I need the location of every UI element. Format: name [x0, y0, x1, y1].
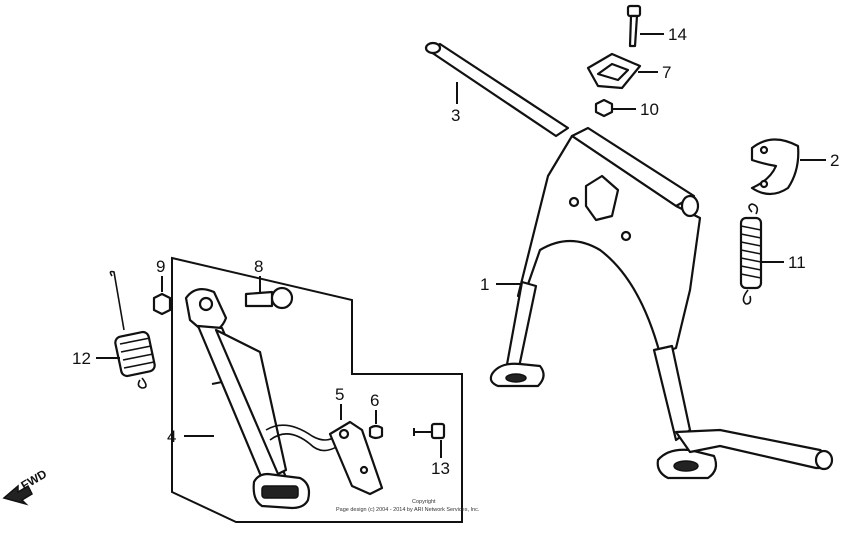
fwd-indicator: FWD — [2, 467, 50, 506]
side-stand-wire — [265, 424, 339, 452]
part-7-bracket[interactable] — [586, 52, 642, 90]
part-13-bolt[interactable] — [413, 422, 446, 440]
part-2-stopper-plate[interactable] — [750, 138, 800, 196]
fwd-label: FWD — [19, 467, 50, 493]
part-11-main-stand-spring[interactable] — [739, 203, 763, 305]
copyright-line-1: Copyright — [412, 499, 436, 505]
part-4-side-stand[interactable] — [184, 287, 311, 510]
part-6-collar[interactable] — [368, 424, 384, 440]
callout-2[interactable]: 2 — [830, 151, 839, 170]
callout-4[interactable]: 4 — [167, 427, 176, 446]
callout-13[interactable]: 13 — [431, 459, 450, 478]
part-12-side-stand-spring[interactable] — [109, 270, 156, 389]
callout-1[interactable]: 1 — [480, 275, 489, 294]
side-stand-kit-outline — [171, 256, 463, 523]
part-9-nut[interactable] — [152, 292, 172, 316]
callout-11[interactable]: 11 — [788, 253, 806, 272]
callout-5[interactable]: 5 — [335, 385, 344, 404]
part-10-nut[interactable] — [594, 98, 614, 118]
part-3-pivot-shaft[interactable] — [424, 41, 570, 138]
callout-6[interactable]: 6 — [370, 391, 379, 410]
part-8-bolt[interactable] — [244, 286, 294, 310]
copyright-line-2: Page design (c) 2004 - 2014 by ARI Netwo… — [336, 507, 480, 513]
callout-10[interactable]: 10 — [640, 100, 659, 119]
part-14-bolt[interactable] — [626, 4, 642, 48]
part-5-switch[interactable] — [328, 420, 384, 496]
callout-8[interactable]: 8 — [254, 257, 263, 276]
callout-12[interactable]: 12 — [72, 349, 91, 368]
fwd-arrow-icon — [2, 484, 33, 506]
callout-14[interactable]: 14 — [668, 25, 687, 44]
part-1-main-stand[interactable] — [489, 126, 834, 480]
callout-3[interactable]: 3 — [451, 106, 460, 125]
callout-9[interactable]: 9 — [156, 257, 165, 276]
callout-7[interactable]: 7 — [662, 63, 671, 82]
